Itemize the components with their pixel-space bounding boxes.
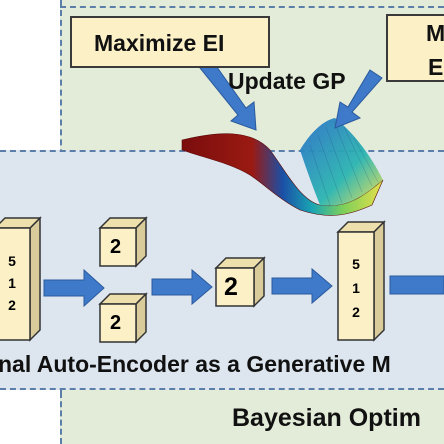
gp-surface	[181, 118, 384, 216]
arrow-to-decoder	[271, 267, 333, 305]
block-512-decoder-digits: 5 1 2	[338, 252, 374, 324]
block-2-bottom-label: 2	[110, 312, 122, 334]
arrow-to-latent	[151, 268, 213, 306]
right-box-bottom-label: E	[428, 54, 444, 80]
arrow-encoder-left	[43, 268, 105, 308]
digit: 2	[352, 304, 360, 320]
arrow-decoder-out	[389, 275, 444, 295]
right-box-top-label: M	[426, 20, 444, 46]
digit: 5	[8, 253, 16, 269]
block-512-decoder	[336, 220, 386, 342]
block-2-top-label: 2	[110, 236, 122, 258]
block-2-latent	[214, 256, 266, 308]
maximize-ei-box: Maximize EI	[70, 16, 270, 68]
block-2-latent-label: 2	[224, 273, 238, 301]
digit: 1	[352, 280, 360, 296]
arrow-maximize-ei-to-surface	[199, 59, 257, 131]
bo-caption-region	[60, 392, 444, 444]
arrow-right-box-to-surface	[334, 69, 383, 129]
block-512-left-digits: 5 1 2	[0, 250, 24, 316]
digit: 5	[352, 256, 360, 272]
right-cut-box: M E	[386, 14, 444, 82]
bayesian-optimization-caption: Bayesian Optim	[232, 404, 421, 432]
block-2-bottom	[98, 292, 148, 344]
block-512-left	[0, 216, 42, 342]
block-2-top	[98, 216, 148, 268]
maximize-ei-label: Maximize EI	[94, 30, 225, 56]
update-gp-label: Update GP	[228, 68, 346, 94]
vae-caption: nal Auto-Encoder as a Generative M	[0, 351, 391, 377]
digit: 2	[8, 297, 16, 313]
digit: 1	[8, 275, 16, 291]
bo-region-top-border	[60, 6, 444, 8]
